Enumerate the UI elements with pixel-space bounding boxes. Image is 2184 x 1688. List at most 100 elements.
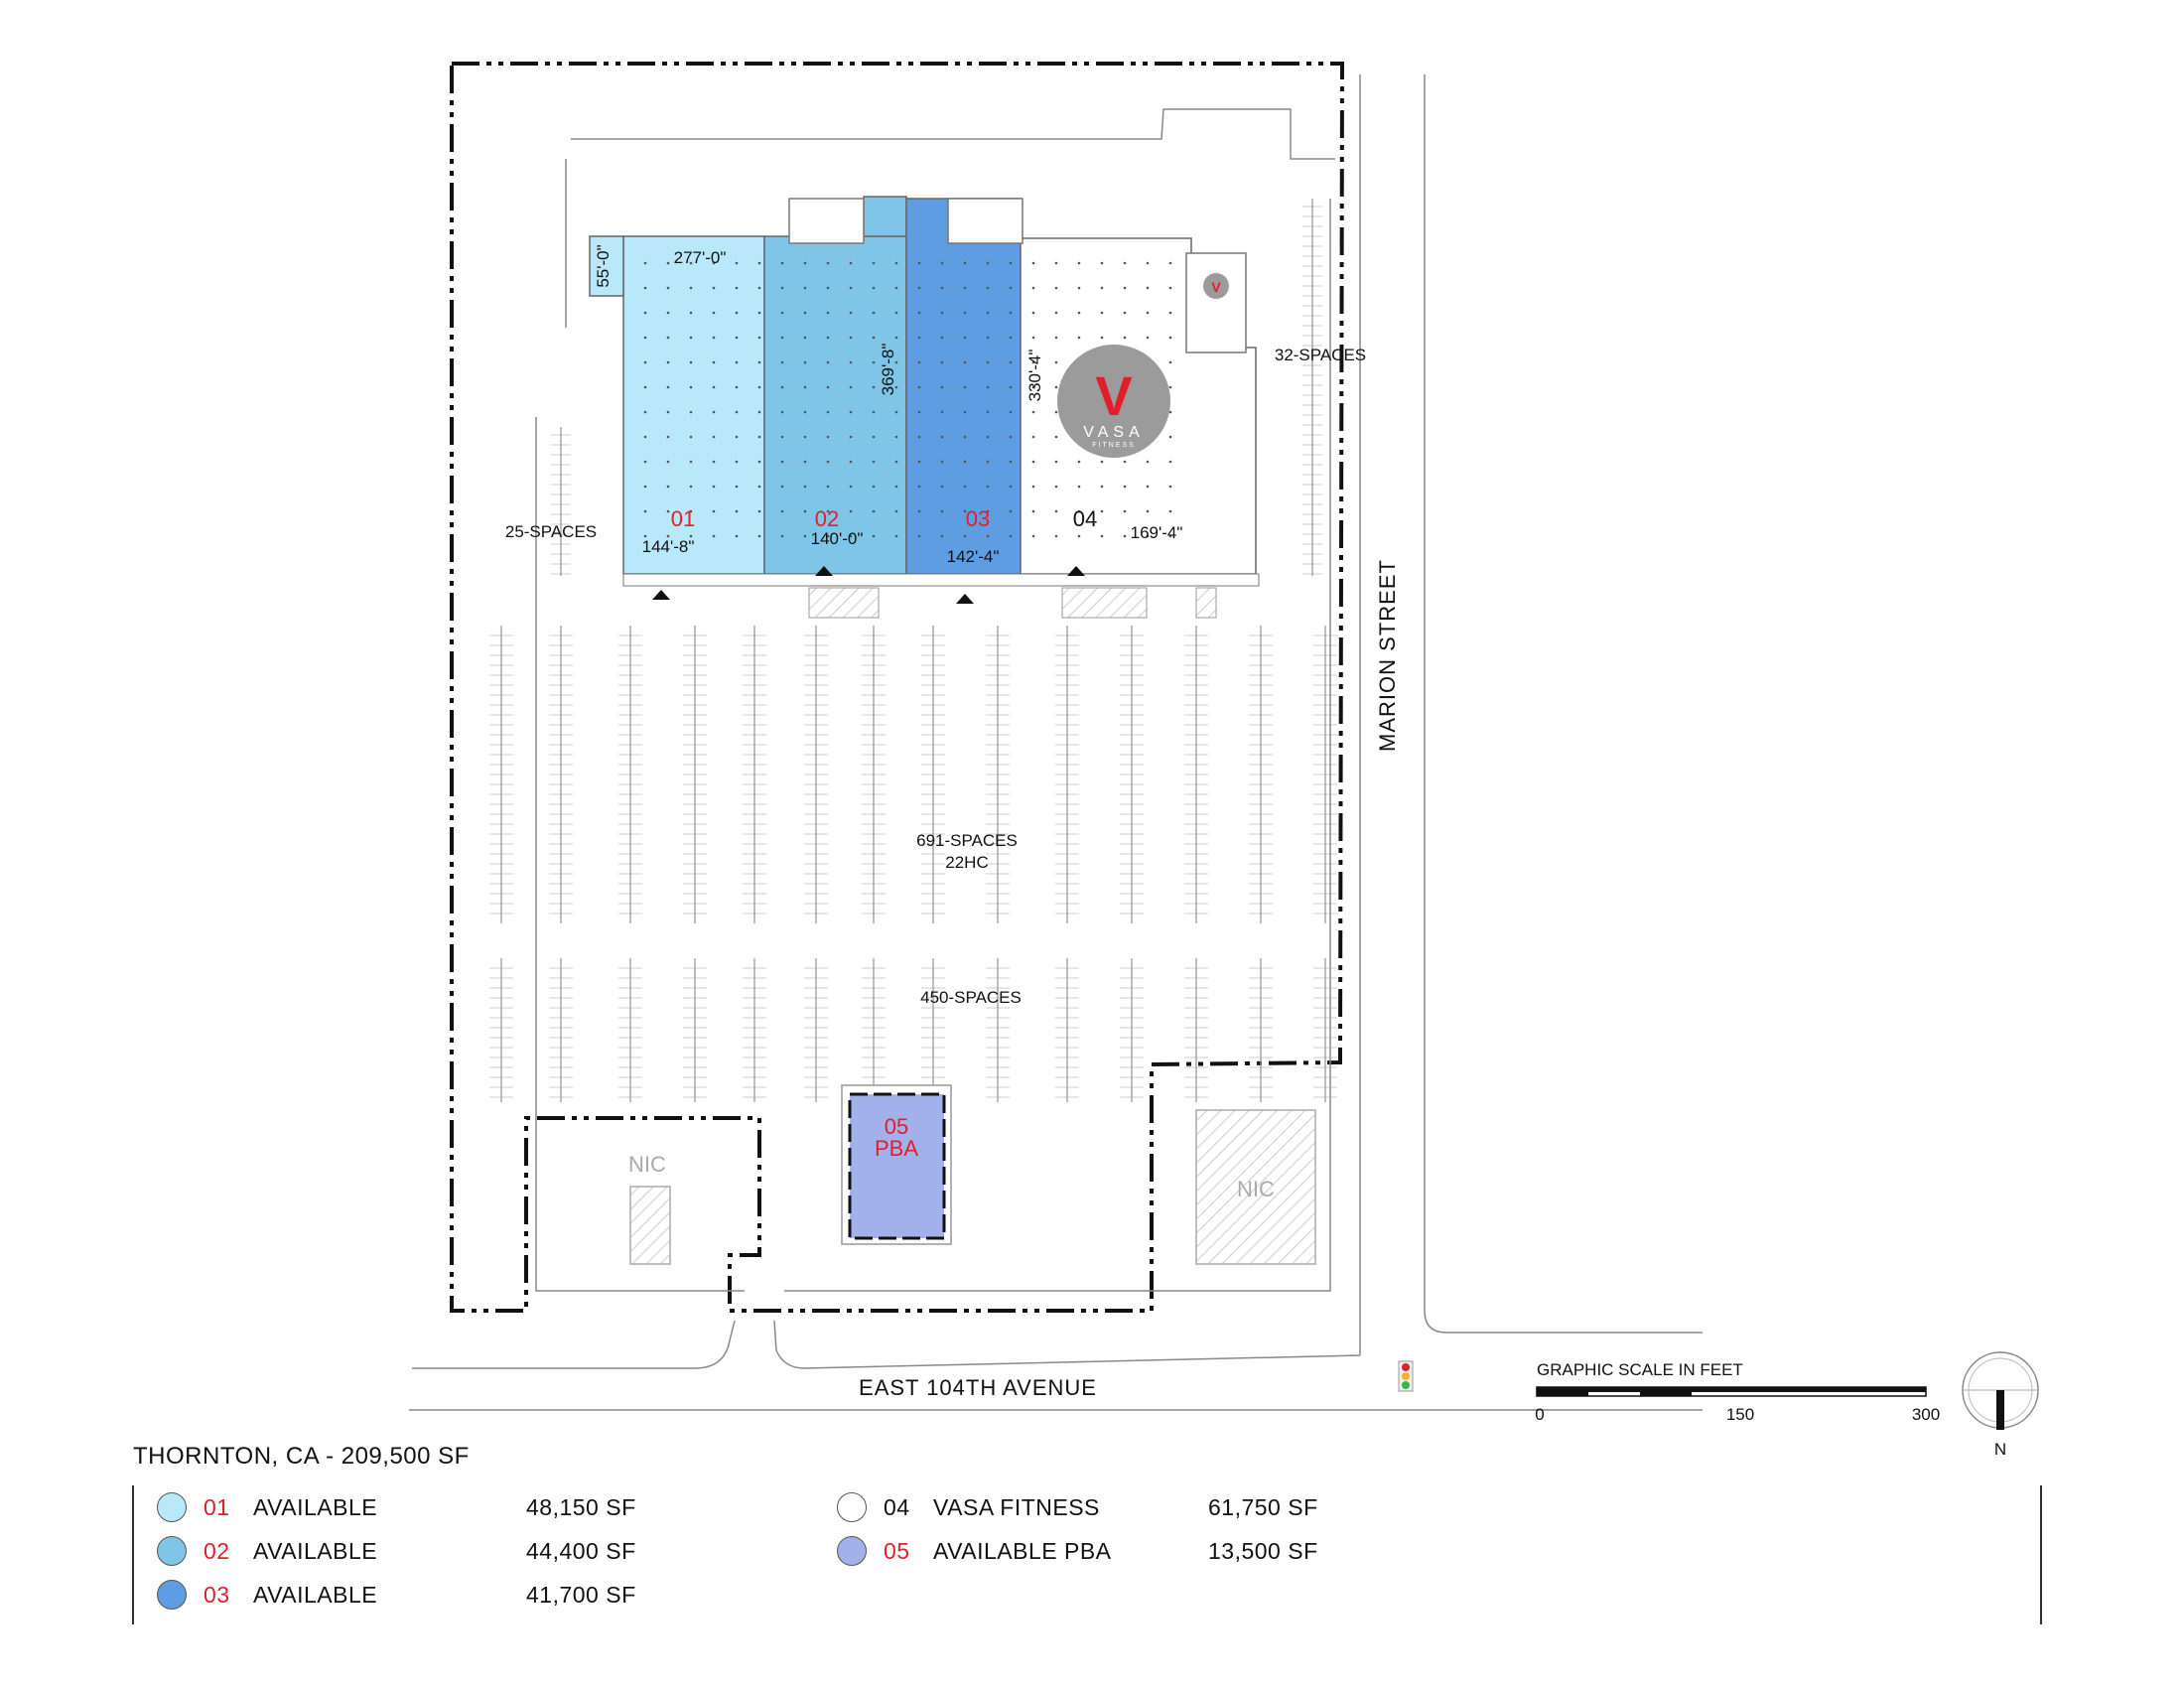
column-grid-dot (917, 336, 921, 340)
column-grid-dot (849, 385, 853, 389)
dim-front-01: 144'-8" (642, 537, 695, 556)
column-grid-dot (849, 360, 853, 364)
column-grid-dot (1168, 286, 1172, 290)
column-grid-dot (917, 460, 921, 464)
column-grid-dot (1031, 460, 1035, 464)
column-grid-dot (940, 336, 944, 340)
parking-south-label: 450-SPACES (920, 988, 1022, 1007)
suite-02-top (863, 196, 907, 237)
column-grid-dot (1146, 336, 1150, 340)
dim-depth-03: 369'-8" (879, 344, 897, 396)
column-grid-dot (712, 534, 716, 538)
column-grid-dot (894, 261, 898, 265)
column-grid-dot (826, 336, 830, 340)
column-grid-dot (757, 460, 761, 464)
nic-building-west (629, 1186, 671, 1265)
column-grid-dot (1054, 410, 1058, 414)
column-grid-dot (666, 311, 670, 315)
column-grid-dot (643, 485, 647, 489)
column-grid-dot (940, 534, 944, 538)
rear-dock-right (947, 198, 1024, 244)
column-grid-dot (689, 410, 693, 414)
column-grid-dot (894, 286, 898, 290)
column-grid-dot (757, 360, 761, 364)
column-grid-dot (1123, 460, 1127, 464)
scale-bar-outline (1536, 1386, 1927, 1397)
column-grid-dot (803, 534, 807, 538)
column-grid-dot (963, 261, 967, 265)
column-grid-dot (666, 410, 670, 414)
column-grid-dot (1146, 311, 1150, 315)
column-grid-dot (1009, 509, 1013, 513)
column-grid-dot (1031, 360, 1035, 364)
legend-area: 41,700 SF (526, 1582, 636, 1608)
column-grid-dot (1009, 460, 1013, 464)
column-grid-dot (872, 410, 876, 414)
column-grid-dot (643, 460, 647, 464)
column-grid-dot (1077, 286, 1081, 290)
entrance-triangle (956, 594, 974, 604)
column-grid-dot (1100, 286, 1104, 290)
scale-bar-segment (1588, 1387, 1640, 1392)
column-grid-dot (894, 311, 898, 315)
column-grid-dot (1123, 509, 1127, 513)
column-grid-dot (1031, 336, 1035, 340)
column-grid-dot (872, 385, 876, 389)
column-grid-dot (872, 360, 876, 364)
column-grid-dot (872, 435, 876, 439)
column-grid-dot (1077, 261, 1081, 265)
traffic-signal-red (1402, 1363, 1410, 1371)
column-grid-dot (917, 311, 921, 315)
parking-rows (489, 199, 1337, 1102)
column-grid-dot (963, 311, 967, 315)
dimensions: 277'-0" 55'-0" 369'-8" 330'-4" 144'-8" 1… (594, 244, 1182, 566)
crosswalk (808, 587, 880, 619)
column-grid-dot (643, 435, 647, 439)
vasa-logo-letter: V (1095, 364, 1132, 427)
column-grid-dot (894, 534, 898, 538)
scale-bar-segment (1692, 1387, 1926, 1392)
column-grid-dot (1031, 410, 1035, 414)
legend-swatch-02 (157, 1536, 187, 1566)
column-grid-dot (803, 286, 807, 290)
legend-id: 01 (204, 1494, 230, 1520)
vasa-logo: V VASA FITNESS V (1057, 273, 1229, 458)
legend-label: AVAILABLE PBA (933, 1538, 1112, 1564)
column-grid-dot (849, 460, 853, 464)
parking-west-label: 25-SPACES (505, 522, 597, 541)
dim-depth-left: 55'-0" (594, 244, 613, 287)
scale-tick-150: 150 (1726, 1405, 1754, 1424)
column-grid-dot (1009, 261, 1013, 265)
column-grid-dot (643, 286, 647, 290)
nic-label-west: NIC (628, 1152, 666, 1177)
column-grid-dot (1054, 509, 1058, 513)
column-grid-dot (940, 460, 944, 464)
column-grid-dot (780, 261, 784, 265)
rear-dock-left (788, 198, 865, 244)
column-grid-dot (1123, 286, 1127, 290)
column-grid-dot (666, 534, 670, 538)
column-grid-dot (712, 360, 716, 364)
suite-number-02: 02 (815, 506, 839, 531)
column-grid-dot (780, 410, 784, 414)
legend-area: 13,500 SF (1208, 1538, 1318, 1564)
column-grid-dot (735, 534, 739, 538)
column-grid-dot (757, 336, 761, 340)
column-grid-dot (689, 261, 693, 265)
column-grid-dot (1146, 261, 1150, 265)
column-grid-dot (689, 385, 693, 389)
column-grid-dot (872, 460, 876, 464)
column-grid-dot (986, 534, 990, 538)
column-grid-dot (1168, 460, 1172, 464)
column-grid-dot (735, 485, 739, 489)
column-grid-dot (986, 509, 990, 513)
column-grid-dot (803, 460, 807, 464)
traffic-signal-green (1402, 1381, 1410, 1389)
column-grid-dot (894, 460, 898, 464)
column-grid-dot (757, 435, 761, 439)
column-grid-dot (757, 311, 761, 315)
column-grid-dot (803, 261, 807, 265)
column-grid-dot (1054, 311, 1058, 315)
entrance-triangle (1067, 566, 1085, 576)
column-grid-dot (849, 286, 853, 290)
